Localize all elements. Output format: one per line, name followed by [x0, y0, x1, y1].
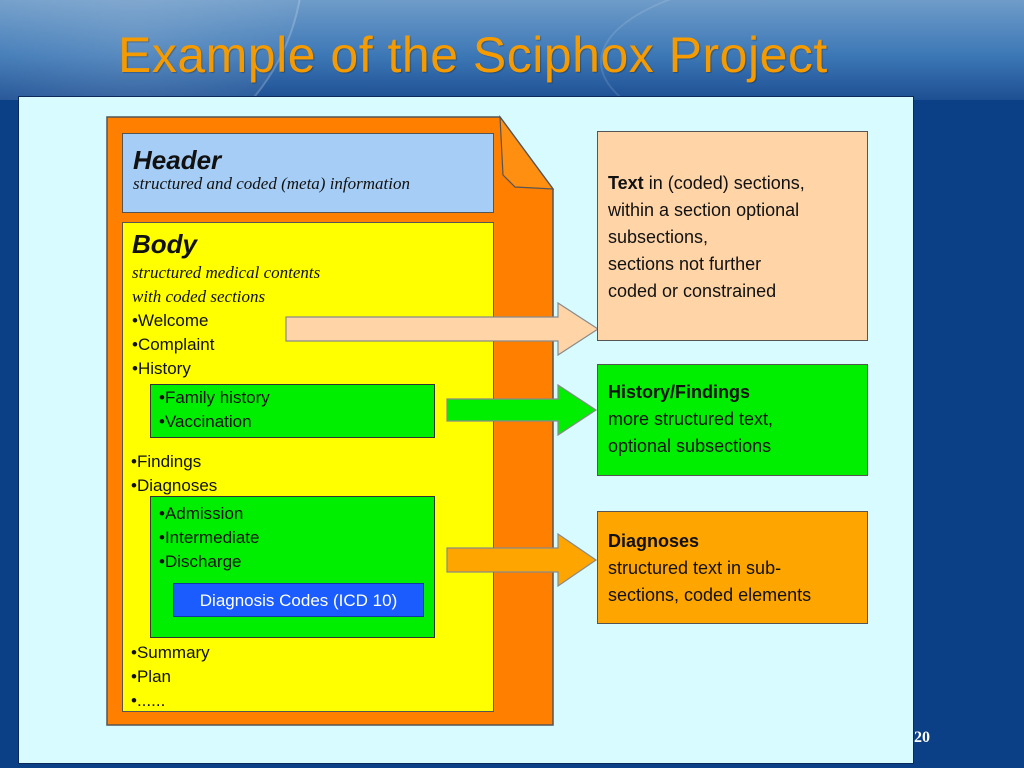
body-subtitle-line2: with coded sections	[132, 287, 266, 306]
page-number: 20	[914, 729, 930, 746]
text-callout: Text in (coded) sections, within a secti…	[597, 131, 868, 341]
body-mid-items: •Findings •Diagnoses	[131, 450, 217, 498]
body-item-summary: •Summary	[131, 643, 210, 662]
icd-codes-box: Diagnosis Codes (ICD 10)	[173, 583, 424, 617]
body-item-plan: •Plan	[131, 667, 171, 686]
body-item-diagnoses: •Diagnoses	[131, 476, 218, 495]
text-callout-line2: subsections,	[608, 227, 709, 247]
diagnoses-callout-line2: sections, coded elements	[608, 585, 812, 605]
body-subtitle-line1: structured medical contents	[132, 263, 321, 282]
text-callout-line1: within a section optional	[608, 200, 800, 220]
history-subsection-box: •Family history •Vaccination	[150, 384, 435, 438]
text-callout-line4: coded or constrained	[608, 281, 777, 301]
diagnoses-arrow	[446, 532, 598, 588]
text-callout-line3: sections not further	[608, 254, 762, 274]
text-arrow	[285, 301, 600, 357]
body-item-findings: •Findings	[131, 452, 202, 471]
body-item-history: •History	[132, 359, 191, 378]
body-item-complaint: •Complaint	[132, 335, 215, 354]
history-sub-family: •Family history	[159, 388, 270, 407]
text-callout-first: in (coded) sections,	[643, 173, 805, 193]
body-title: Body	[132, 229, 197, 259]
header-section: Header structured and coded (meta) infor…	[122, 133, 494, 213]
globe-decoration	[0, 0, 304, 100]
body-item-more: •......	[131, 691, 166, 710]
header-subtitle: structured and coded (meta) information	[133, 174, 410, 193]
diagnoses-sub-intermediate: •Intermediate	[159, 528, 260, 547]
slide-title: Example of the Sciphox Project	[118, 27, 828, 83]
history-callout: History/Findings more structured text, o…	[597, 364, 868, 476]
header-title: Header	[133, 145, 222, 175]
history-sub-vaccination: •Vaccination	[159, 412, 252, 431]
history-callout-title: History/Findings	[608, 382, 751, 402]
history-callout-line2: optional subsections	[608, 436, 772, 456]
slide-header-background	[0, 0, 1024, 100]
diagnoses-sub-admission: •Admission	[159, 504, 244, 523]
diagnoses-callout: Diagnoses structured text in sub- sectio…	[597, 511, 868, 624]
diagnoses-callout-line1: structured text in sub-	[608, 558, 782, 578]
diagnoses-callout-title: Diagnoses	[608, 531, 700, 551]
body-bottom-items: •Summary •Plan •......	[131, 641, 210, 713]
history-callout-line1: more structured text,	[608, 409, 774, 429]
diagnoses-sub-discharge: •Discharge	[159, 552, 242, 571]
body-item-welcome: •Welcome	[132, 311, 209, 330]
swoosh-decoration	[600, 0, 1024, 100]
text-callout-bold: Text	[608, 173, 644, 193]
history-arrow	[446, 383, 598, 437]
